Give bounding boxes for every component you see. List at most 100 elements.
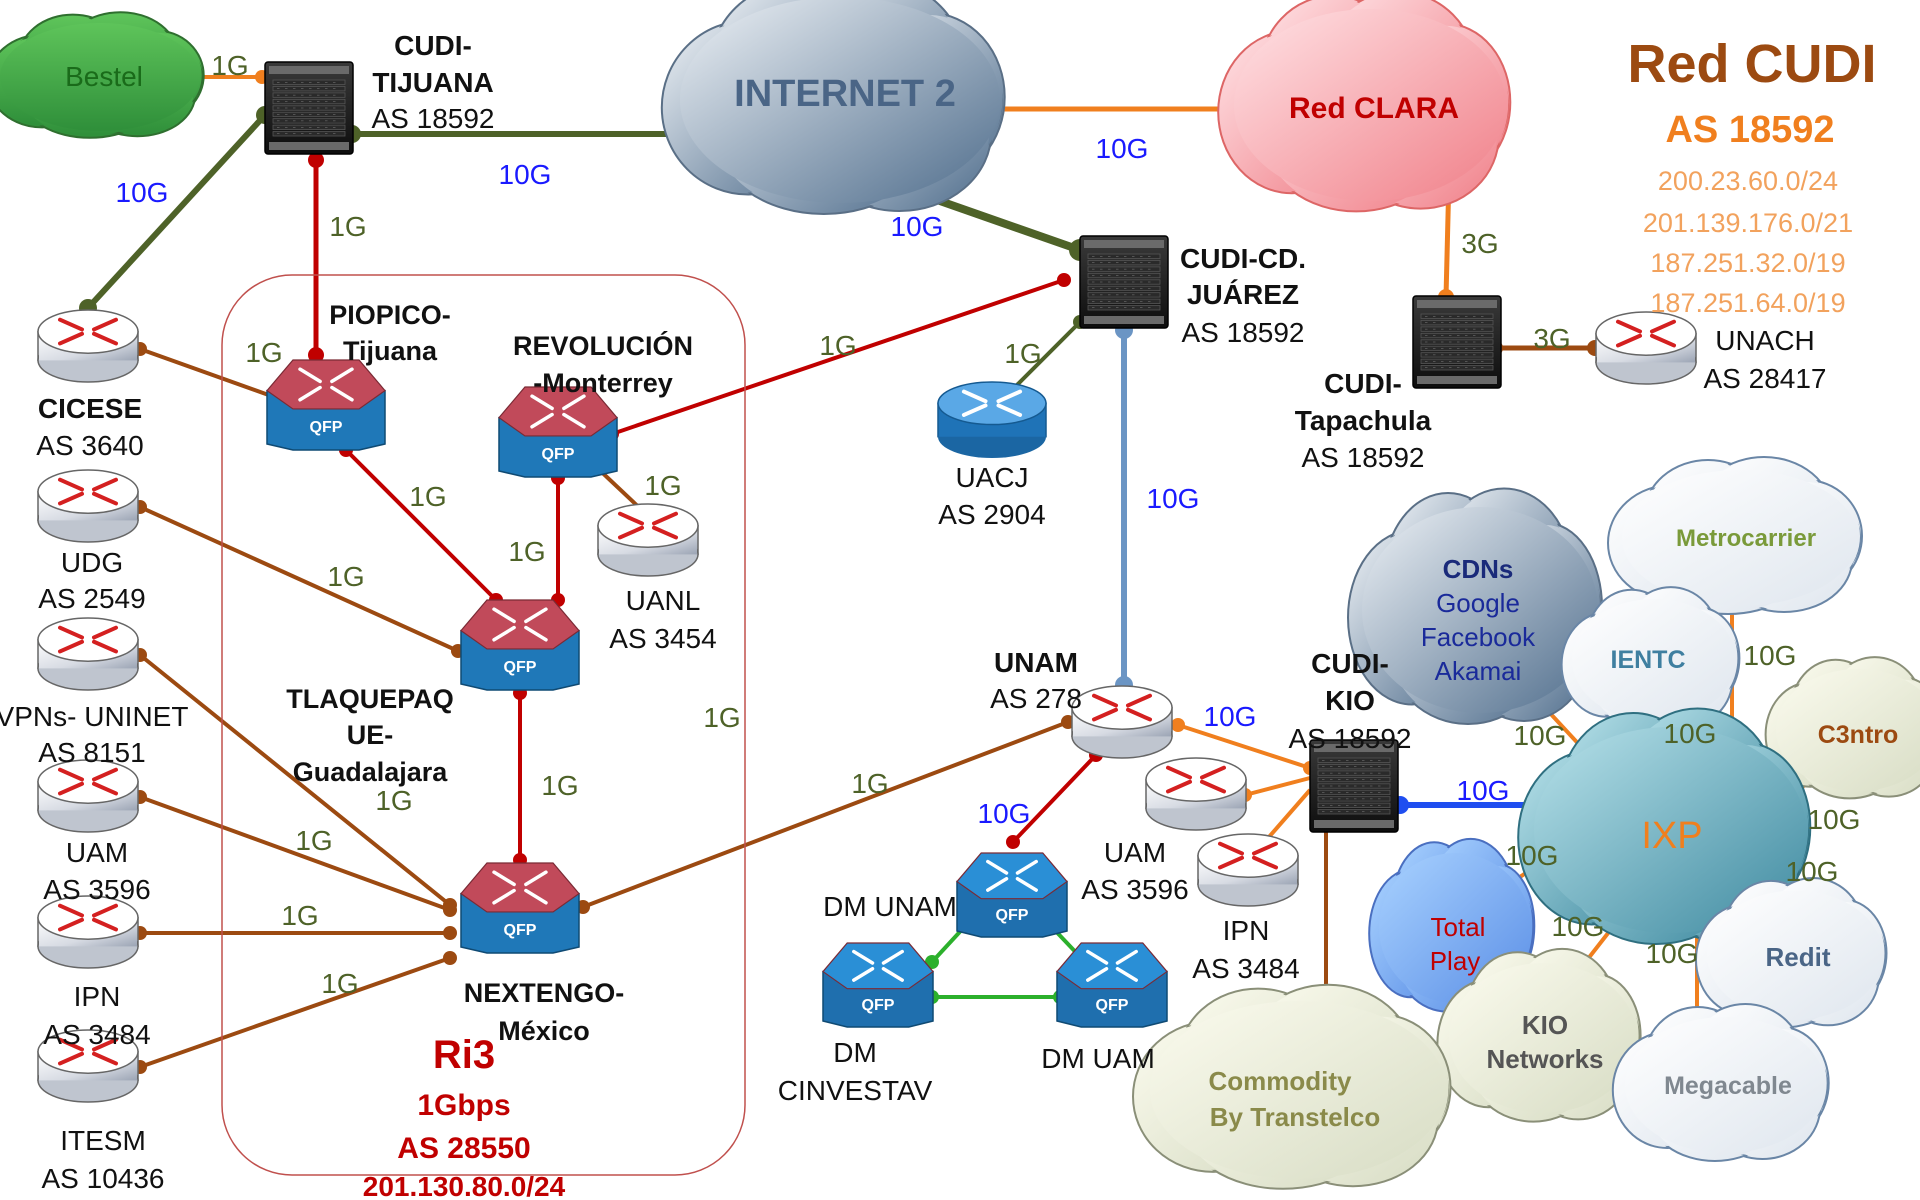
redit-label: Redit <box>1766 942 1831 972</box>
link-bestel-tijuana-label: 1G <box>211 50 248 81</box>
cudi-juarez-line-2: JUÁREZ <box>1187 279 1299 310</box>
link-tlaquepaque-nextengo-label: 1G <box>541 770 578 801</box>
link-piopico-tlaquepaque-label: 1G <box>409 481 446 512</box>
cudi-tijuana-line-1: CUDI- <box>394 30 472 61</box>
dm-cinvestav-line-2: CINVESTAV <box>778 1075 933 1106</box>
link-udg-tlaquepaque-label: 1G <box>327 561 364 592</box>
qfp-tlaquepaque: QFP <box>460 599 580 691</box>
uam-right-line-1: UAM <box>1104 837 1166 868</box>
link-udg-tlaquepaque <box>133 500 465 658</box>
link-internet2-clara <box>974 101 1244 117</box>
cloud-c3ntro <box>1764 656 1920 800</box>
cudi-juarez-line-3: AS 18592 <box>1182 317 1305 348</box>
cudi-tapachula-line-2: Tapachula <box>1295 405 1432 436</box>
cicese-line-2: AS 3640 <box>36 430 143 461</box>
cloud-ientc <box>1560 586 1741 730</box>
itesm-line-2: AS 10436 <box>42 1163 165 1194</box>
link-internet2-clara-label: 10G <box>1096 133 1149 164</box>
uacj-line-1: UACJ <box>955 462 1028 493</box>
switch-cudi-juarez <box>1079 235 1169 329</box>
red-clara-label: Red CLARA <box>1289 92 1459 125</box>
ipn-left-line-1: IPN <box>74 981 121 1012</box>
itesm-line-1: ITESM <box>60 1125 146 1156</box>
qfp-nextengo-badge: QFP <box>504 922 537 939</box>
qfp-dm-cinvestav: QFP <box>822 942 934 1028</box>
unam-line-2: AS 278 <box>990 683 1082 714</box>
revolucion-line-2: -Monterrey <box>533 368 673 398</box>
link-tijuana-piopico <box>308 152 324 363</box>
prefix-3: 187.251.32.0/19 <box>1650 248 1845 278</box>
uanl-line-1: UANL <box>626 585 701 616</box>
link-nextengo-unam-label: 1G <box>851 768 888 799</box>
ri3-region <box>221 274 746 1176</box>
router-uanl <box>597 503 699 577</box>
link-cicese-piopico-label: 1G <box>245 337 282 368</box>
piopico-line-2: Tijuana <box>343 336 438 366</box>
uacj-line-2: AS 2904 <box>938 499 1045 530</box>
router-udg <box>37 469 139 543</box>
uam-left-line-1: UAM <box>66 837 128 868</box>
link-dm-cinvestav-uam <box>925 990 1067 1004</box>
tlaquepaque-line-3: Guadalajara <box>293 757 449 787</box>
link-uam-right-kio <box>1238 776 1311 802</box>
ipn-left-line-2: AS 3484 <box>43 1019 150 1050</box>
kio-networks-line-1: KIO <box>1522 1010 1568 1040</box>
link-unam-kio-label: 10G <box>1204 701 1257 732</box>
switch-cudi-kio <box>1309 739 1399 833</box>
link-tijuana-cicese <box>79 106 274 317</box>
cloud-metrocarrier <box>1607 456 1863 615</box>
link-tijuana-cicese-label: 10G <box>116 177 169 208</box>
ixp-label: IXP <box>1641 815 1702 857</box>
cloud-red-clara <box>1217 0 1512 213</box>
commodity-line-1: Commodity <box>1209 1066 1353 1096</box>
ri3-speed: 1Gbps <box>417 1089 510 1122</box>
router-unam <box>1071 685 1173 759</box>
link-kio-ixp-label: 10G <box>1457 775 1510 806</box>
link-totalplay-ixp-label: 10G <box>1506 840 1559 871</box>
unach-line-1: UNACH <box>1715 325 1815 356</box>
cloud-bestel <box>0 11 205 139</box>
cloud-internet2 <box>660 0 1006 215</box>
link-cdns-ixp-label: 10G <box>1514 720 1567 751</box>
c3ntro-label: C3ntro <box>1818 721 1899 749</box>
router-uam-left <box>37 759 139 833</box>
ri3-name: Ri3 <box>433 1033 495 1077</box>
link-tijuana-piopico-label: 1G <box>329 211 366 242</box>
link-tijuana-internet2-label: 10G <box>499 159 552 190</box>
dm-uam-label: DM UAM <box>1041 1043 1155 1074</box>
uam-right-line-2: AS 3596 <box>1081 874 1188 905</box>
cicese-line-1: CICESE <box>38 393 142 424</box>
total-play-line-2: Play <box>1430 946 1481 976</box>
router-vpns <box>37 617 139 691</box>
cdns-line-3: Facebook <box>1421 622 1536 652</box>
switch-cudi-tapachula <box>1412 295 1502 389</box>
router-cicese <box>37 309 139 383</box>
cudi-tapachula-line-3: AS 18592 <box>1302 442 1425 473</box>
cloud-cdns <box>1347 487 1603 725</box>
piopico-line-1: PIOPICO- <box>329 300 451 330</box>
qfp-dm-unam: QFP <box>956 852 1068 938</box>
link-itesm-nextengo <box>133 951 457 1074</box>
qfp-tlaquepaque-badge: QFP <box>504 659 537 676</box>
link-unam-dmunam-label: 10G <box>978 798 1031 829</box>
cudi-tijuana-line-2: TIJUANA <box>372 67 493 98</box>
link-ipn-nextengo <box>133 926 457 940</box>
revolucion-line-1: REVOLUCIÓN <box>513 330 693 361</box>
internet2-label: INTERNET 2 <box>734 73 956 115</box>
title-asn: AS 18592 <box>1665 109 1834 151</box>
router-ipn-right <box>1197 833 1299 907</box>
link-c3ntro-ixp-label: 10G <box>1808 804 1861 835</box>
udg-line-1: UDG <box>61 547 123 578</box>
dm-cinvestav-line-1: DM <box>833 1037 877 1068</box>
link-clara-tapachula-label: 3G <box>1461 228 1498 259</box>
link-tapachula-unach-label: 3G <box>1533 323 1570 354</box>
cloud-ixp <box>1517 707 1812 945</box>
total-play-line-1: Total <box>1431 912 1486 942</box>
nextengo-line-2: México <box>498 1016 590 1046</box>
tlaquepaque-line-2: UE- <box>347 720 394 750</box>
ientc-label: IENTC <box>1611 646 1686 674</box>
title-red-cudi: Red CUDI <box>1627 34 1876 94</box>
cudi-kio-line-2: KIO <box>1325 685 1375 716</box>
cudi-juarez-line-1: CUDI-CD. <box>1180 243 1306 274</box>
cloud-megacable <box>1611 1003 1830 1162</box>
